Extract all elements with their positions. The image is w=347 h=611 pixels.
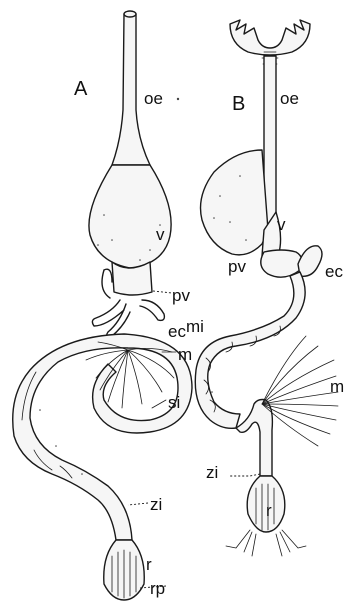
panel-b-ventriculus: [201, 150, 269, 255]
panel-b: B: [186, 20, 344, 556]
panel-a-label-oe: oe: [144, 89, 163, 108]
panel-a-label-pv: pv: [172, 286, 190, 305]
panel-a-label-si: si: [168, 393, 180, 412]
panel-b-mouthparts: [230, 20, 310, 55]
panel-a-dot-mark: [177, 98, 179, 100]
panel-b-anal-bristles: [226, 530, 306, 556]
panel-a-label-r: r: [146, 555, 152, 574]
panel-b-caecum: [298, 246, 322, 276]
panel-a-pv-pointer: [153, 291, 172, 293]
panel-a-label: A: [74, 78, 88, 100]
panel-b-zi-pointer: [230, 474, 260, 476]
panel-a-ventriculus: [89, 165, 171, 268]
panel-a-label-m: m: [178, 345, 192, 364]
panel-b-malpighian-tubules: [262, 336, 338, 446]
panel-b-label: B: [232, 93, 245, 115]
panel-b-midgut: [195, 272, 305, 428]
panel-b-label-v: v: [277, 215, 286, 234]
panel-a-oesophagus-opening: [124, 11, 136, 17]
panel-b-label-pv: pv: [228, 257, 246, 276]
panel-b-label-m: m: [330, 377, 344, 396]
panel-a-label-ec: ec: [168, 322, 186, 341]
panel-b-label-mi: mi: [186, 317, 204, 336]
panel-a-midgut: [13, 334, 192, 540]
panel-a-label-rp: rp: [150, 579, 165, 598]
panel-b-label-r: r: [266, 501, 272, 520]
panel-b-label-zi: zi: [206, 463, 218, 482]
panel-b-label-ec: ec: [325, 262, 343, 281]
panel-b-hindgut: [236, 400, 272, 477]
panel-a-label-zi: zi: [150, 495, 162, 514]
panel-a-label-v: v: [156, 225, 165, 244]
panel-b-label-oe: oe: [280, 89, 299, 108]
panel-a: A: [13, 11, 192, 600]
panel-a-zi-pointer: [128, 503, 148, 505]
